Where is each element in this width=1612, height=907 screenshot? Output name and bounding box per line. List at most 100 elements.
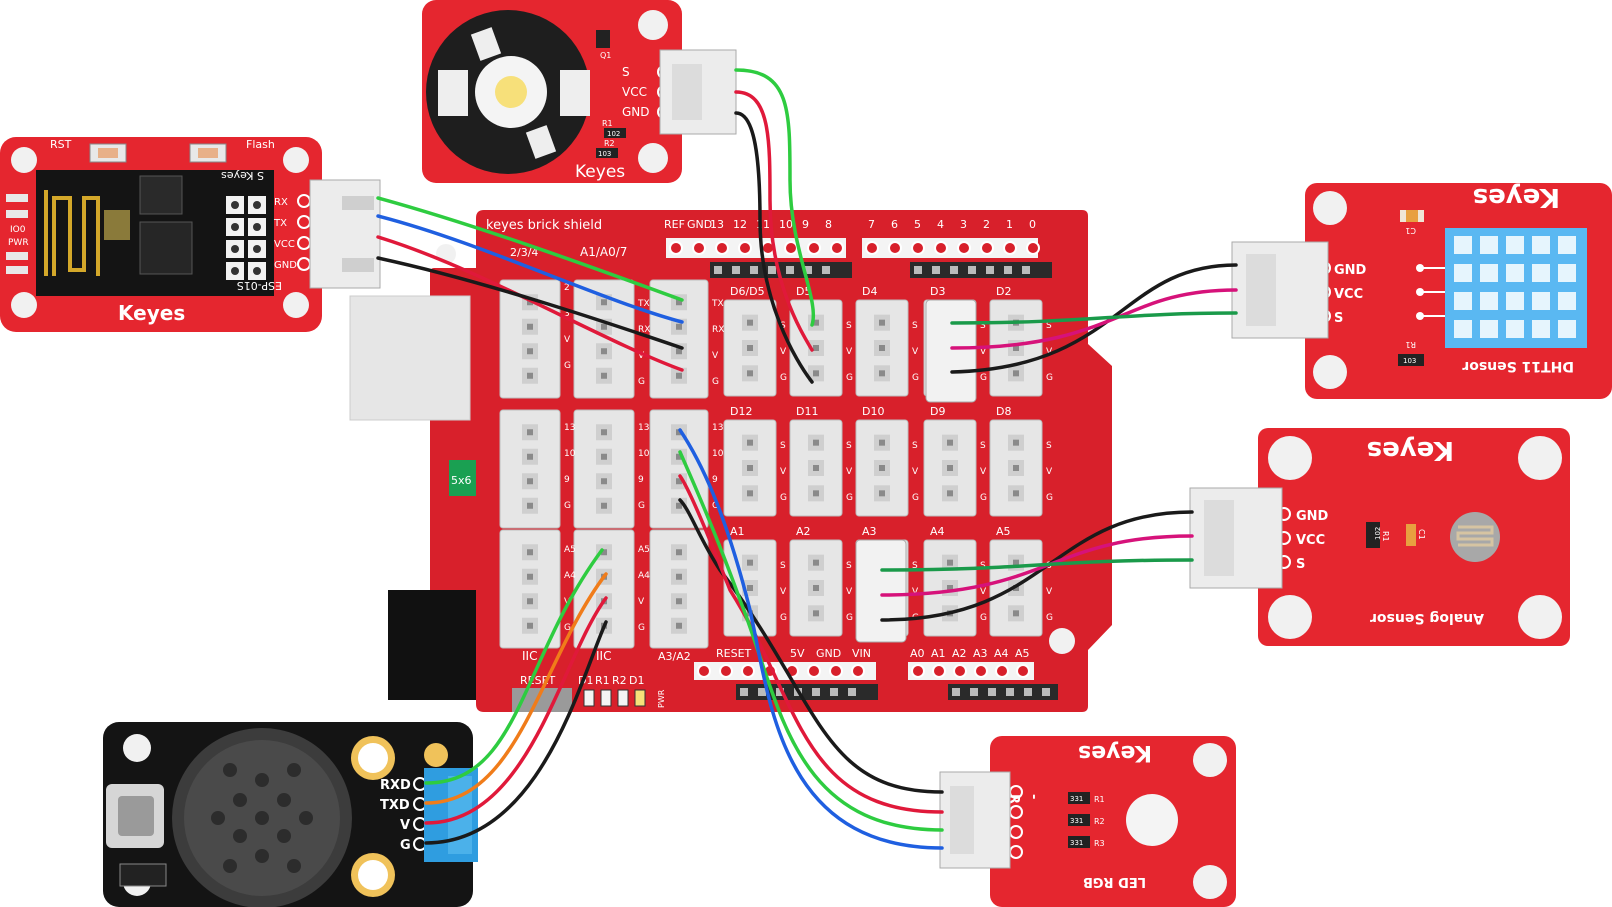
pin-label: G	[638, 377, 645, 387]
chip-label: 5x6	[451, 474, 472, 487]
resistor	[604, 128, 626, 138]
port-label: D11	[796, 405, 818, 418]
pin-label: S	[912, 441, 918, 451]
wifi-pin-label: VCC	[274, 239, 295, 250]
pin-label: RX	[712, 325, 724, 335]
header-socket	[740, 688, 748, 696]
port-label: D3	[930, 285, 945, 298]
capacitor-body	[1406, 210, 1418, 222]
socket-pin	[676, 549, 682, 556]
resistor	[596, 148, 618, 158]
pin-label: V	[912, 467, 919, 477]
antenna-trace	[44, 190, 100, 276]
pin-label: 10	[712, 449, 724, 459]
status-led	[634, 689, 646, 707]
esp-header-hole	[253, 223, 261, 231]
wire-voice-txd	[424, 572, 608, 805]
flash-button-cap	[198, 148, 218, 158]
socket-pin	[1013, 559, 1019, 566]
shield-title: keyes brick shield	[486, 218, 602, 233]
header-pin	[974, 664, 988, 678]
led-pad	[438, 70, 468, 116]
port-label: A5	[996, 525, 1011, 538]
header-pin	[807, 664, 821, 678]
socket-pin	[813, 319, 819, 326]
socket-pin	[527, 348, 533, 355]
pin-label: S	[980, 561, 986, 571]
connector-4pin	[499, 409, 561, 529]
grille-slot	[1506, 320, 1524, 338]
rgb-pin-label: -	[1026, 794, 1041, 799]
pin-label: V	[712, 351, 719, 361]
grille-slot	[1480, 236, 1498, 254]
part-102: 102	[607, 130, 620, 138]
grille-slot	[1506, 236, 1524, 254]
grille-slot	[1454, 292, 1472, 310]
connector-4pin	[573, 409, 635, 529]
socket-pin	[813, 610, 819, 617]
pin-label: V	[980, 587, 987, 597]
pin-label: G	[980, 493, 987, 503]
connector-4pin	[649, 529, 709, 649]
header-socket	[804, 266, 812, 274]
esp-pin-header	[226, 196, 266, 280]
pin-label: G	[712, 377, 719, 387]
pin-label: V	[564, 335, 571, 345]
socket-pin	[527, 429, 533, 436]
analog-name: Analog Sensor	[1370, 610, 1484, 626]
connector-4pin	[499, 529, 561, 649]
part-103: 103	[1403, 357, 1416, 365]
crystal	[104, 210, 130, 240]
socket-pin	[813, 345, 819, 351]
power-pin-label: VIN	[852, 647, 871, 660]
socket-pin	[813, 490, 819, 497]
smd-part	[6, 252, 28, 260]
wire-esp-rx	[376, 196, 684, 302]
socket-pin	[527, 622, 533, 629]
pin-label: S	[780, 321, 786, 331]
header-socket	[1004, 266, 1012, 274]
grille-slot	[1558, 236, 1576, 254]
socket-pin	[813, 465, 819, 471]
socket-pin	[1013, 439, 1019, 446]
power-pin-label: GND	[816, 647, 841, 660]
socket-pin	[947, 585, 953, 591]
header-socket	[952, 688, 960, 696]
grille-slot	[1532, 264, 1550, 282]
dht-pin-label: GND	[1334, 263, 1367, 278]
header-socket	[988, 688, 996, 696]
socket-pin	[1013, 490, 1019, 497]
pin-label: 13	[564, 423, 575, 433]
digital-pin-label: 9	[802, 218, 809, 231]
esp-header-hole	[231, 223, 239, 231]
header-socket	[714, 266, 722, 274]
pin-label: G	[780, 493, 787, 503]
socket-pin	[676, 573, 682, 580]
socket-pin	[947, 439, 953, 446]
resistor	[1366, 522, 1380, 548]
header-socket	[968, 266, 976, 274]
esp-header-hole	[253, 245, 261, 253]
pwr-label: PWR	[8, 238, 29, 248]
pin-label: 10	[564, 449, 576, 459]
pin-label: V	[980, 347, 987, 357]
speaker-hole	[211, 811, 225, 825]
green-chip	[449, 460, 477, 496]
pin-label: 13	[638, 423, 649, 433]
pin-label: S	[980, 321, 986, 331]
header-strip	[908, 662, 1034, 680]
socket-pin	[1013, 610, 1019, 617]
speaker-hole	[277, 829, 291, 843]
esp-header-hole	[231, 245, 239, 253]
wifi-pin-label: GND	[274, 260, 297, 271]
socket-pin	[947, 559, 953, 566]
grille-slot	[1532, 236, 1550, 254]
speaker-hole	[299, 811, 313, 825]
pin-label: S	[912, 561, 918, 571]
rgb-led-lens	[1126, 794, 1178, 846]
brass-hole-center	[358, 860, 388, 890]
status-led	[617, 689, 629, 707]
port-label: D6/D5	[730, 285, 765, 298]
connector-latch	[950, 786, 974, 854]
